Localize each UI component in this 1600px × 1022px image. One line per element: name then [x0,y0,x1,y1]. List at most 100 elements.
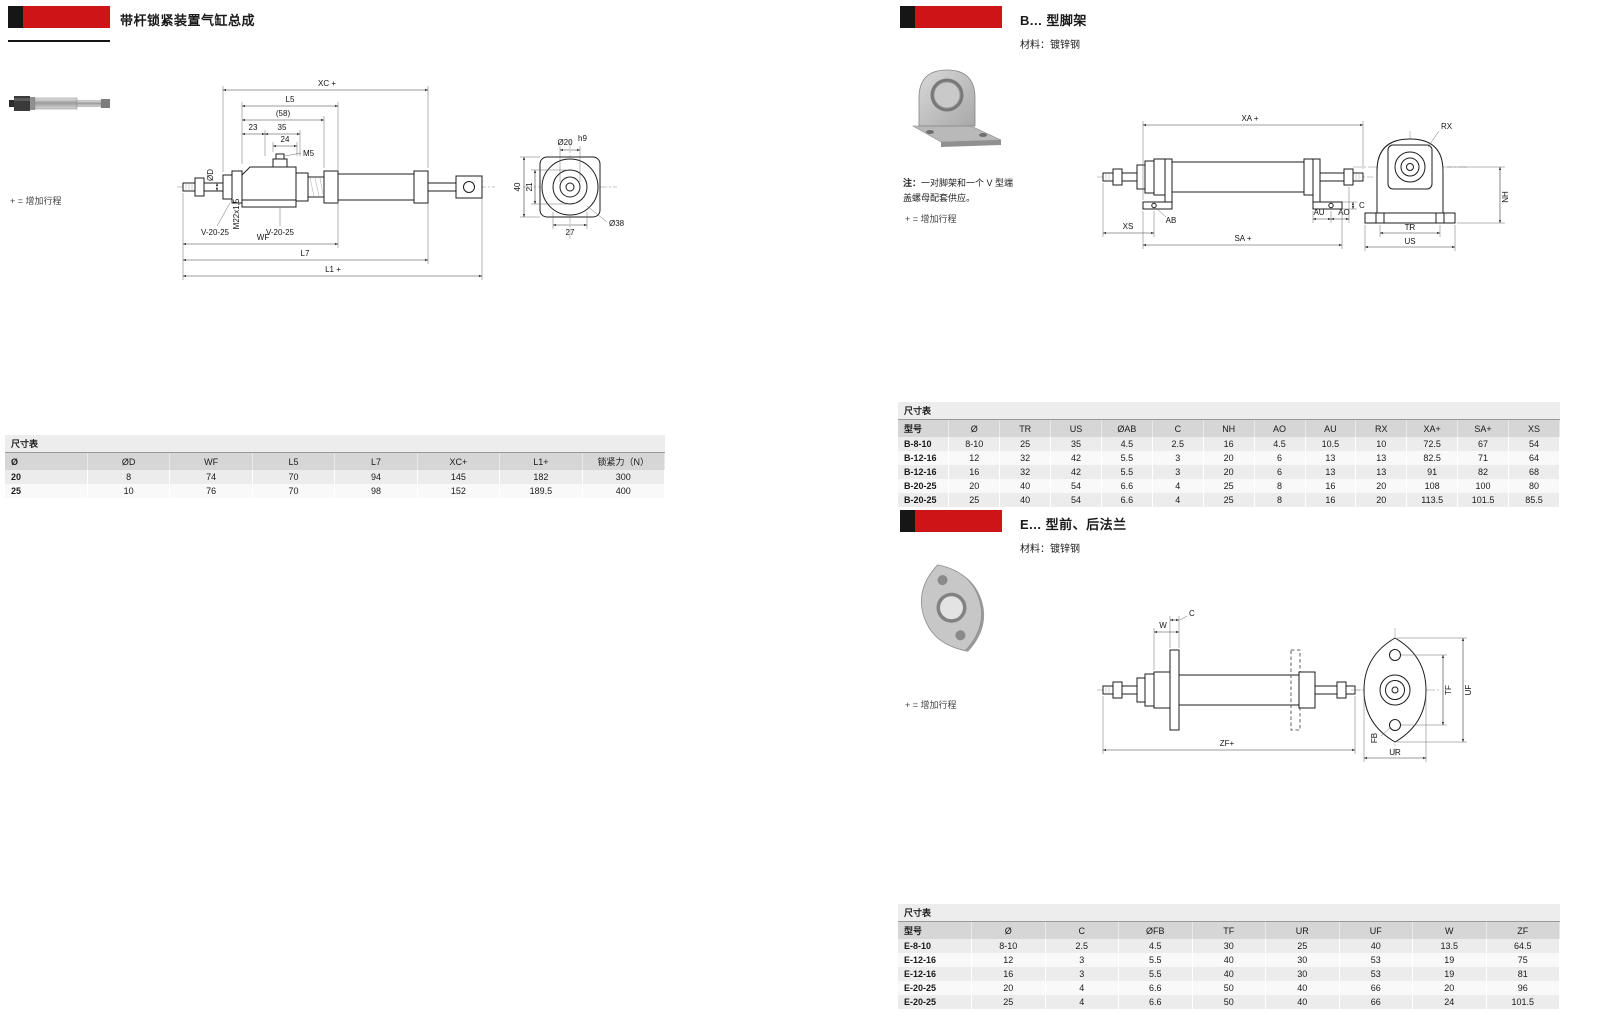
dim-label-rod-dia: ØD [206,169,215,181]
table-cell: 16 [1305,493,1357,507]
table-cell: 113.5 [1406,493,1459,507]
column-header: TR [999,420,1052,437]
assembly-end-view-dimensions: Ø20 h9 40 21 27 Ø38 [513,134,625,237]
table-cell: 42 [1050,451,1102,465]
dim-label-24: 24 [281,135,290,144]
table-cell: 35 [1050,437,1102,451]
table-cell: 3 [1152,465,1204,479]
column-header: L5 [252,453,336,470]
table-cell: 13 [1305,451,1357,465]
table-cell: 20 [1203,451,1255,465]
table-cell: 40 [999,479,1052,493]
table-cell: 25 [5,484,88,498]
dim-label-d20-tol: h9 [578,134,587,143]
table-cell: 4 [1152,479,1204,493]
table-cell: 400 [582,484,666,498]
table-cell: 30 [1192,939,1266,953]
table-cell: 76 [169,484,253,498]
table-cell: 20 [1203,465,1255,479]
header-bar-red-segment [915,510,1002,532]
table-cell: 50 [1192,995,1266,1009]
table-cell: 98 [334,484,418,498]
table-cell: 20 [1355,479,1408,493]
header-bar-black-segment [8,6,23,28]
table-cell: 25 [1265,939,1340,953]
column-header: 锁紧力（N） [582,453,666,470]
dim-label-xs: XS [1123,222,1134,231]
dim-label-21: 21 [525,182,534,191]
column-header: AU [1305,420,1357,437]
header-bar-red-segment [23,6,110,28]
column-header: Ø [5,453,88,470]
table-cell: 42 [1050,465,1102,479]
table-cell: 91 [1406,465,1459,479]
column-header: TF [1192,922,1266,939]
table-cell: B-12-16 [898,465,950,479]
table-cell: 30 [1265,953,1340,967]
bracket-note-line1: 一对脚架和一个 V 型端 [921,178,1014,188]
table-cell: 80 [1508,479,1560,493]
dim-label-us: US [1404,237,1415,246]
assembly-title: 带杆锁紧装置气缸总成 [120,13,256,28]
table-cell: 4 [1152,493,1204,507]
table-cell: 40 [1192,953,1266,967]
header-bar-black-segment [900,6,915,28]
table-cell: 53 [1339,953,1413,967]
table-cell: 96 [1486,981,1560,995]
column-header: WF [169,453,253,470]
table-cell: 182 [499,470,583,484]
assembly-header-rule [8,40,110,42]
table-cell: 8-10 [971,939,1046,953]
assembly-side-view [177,153,495,208]
table-cell: 70 [252,484,336,498]
dim-label-m22: M22x1,5 [232,198,241,229]
column-header: UF [1339,922,1413,939]
table-cell: 8-10 [948,437,1001,451]
table-cell: 100 [1457,479,1509,493]
table-cell: 82.5 [1406,451,1459,465]
column-header: Ø [948,420,1001,437]
flange-header-bar [900,510,1002,532]
table-cell: 13 [1355,465,1408,479]
dim-label-tf: TF [1444,685,1453,695]
table-cell: 82 [1457,465,1509,479]
table-cell: E-12-16 [898,953,972,967]
dim-label-rx: RX [1441,122,1453,131]
dim-label-l1: L1 + [325,265,341,274]
table-cell: 40 [1265,981,1340,995]
assembly-product-photo [9,96,110,111]
table-cell: 94 [334,470,418,484]
table-cell: 68 [1508,465,1560,479]
table-cell: 3 [1045,953,1119,967]
flange-dimension-lines: W C ZF+ [1102,609,1356,754]
table-cell: 64.5 [1486,939,1560,953]
table-cell: 13 [1305,465,1357,479]
table-cell: 189.5 [499,484,583,498]
table-cell: 5.5 [1101,451,1153,465]
table-cell: 16 [1203,437,1255,451]
table-cell: 5.5 [1118,967,1193,981]
table-cell: 64 [1508,451,1560,465]
table-cell: 30 [1265,967,1340,981]
table-cell: 2.5 [1152,437,1204,451]
table-cell: 6.6 [1118,981,1193,995]
table-cell: 20 [948,479,1001,493]
column-header: Ø [971,922,1046,939]
table-cell: 74 [169,470,253,484]
dim-label-35: 35 [278,123,287,132]
bracket-end-view-dimensions: RX NH TR US [1364,122,1510,251]
table-cell: 3 [1152,451,1204,465]
table-cell: 4.5 [1101,437,1153,451]
dim-label-40: 40 [513,182,522,191]
flange-material: 材料：镀锌钢 [1020,544,1080,555]
table-cell: B-20-25 [898,479,950,493]
table-cell: 32 [999,451,1052,465]
